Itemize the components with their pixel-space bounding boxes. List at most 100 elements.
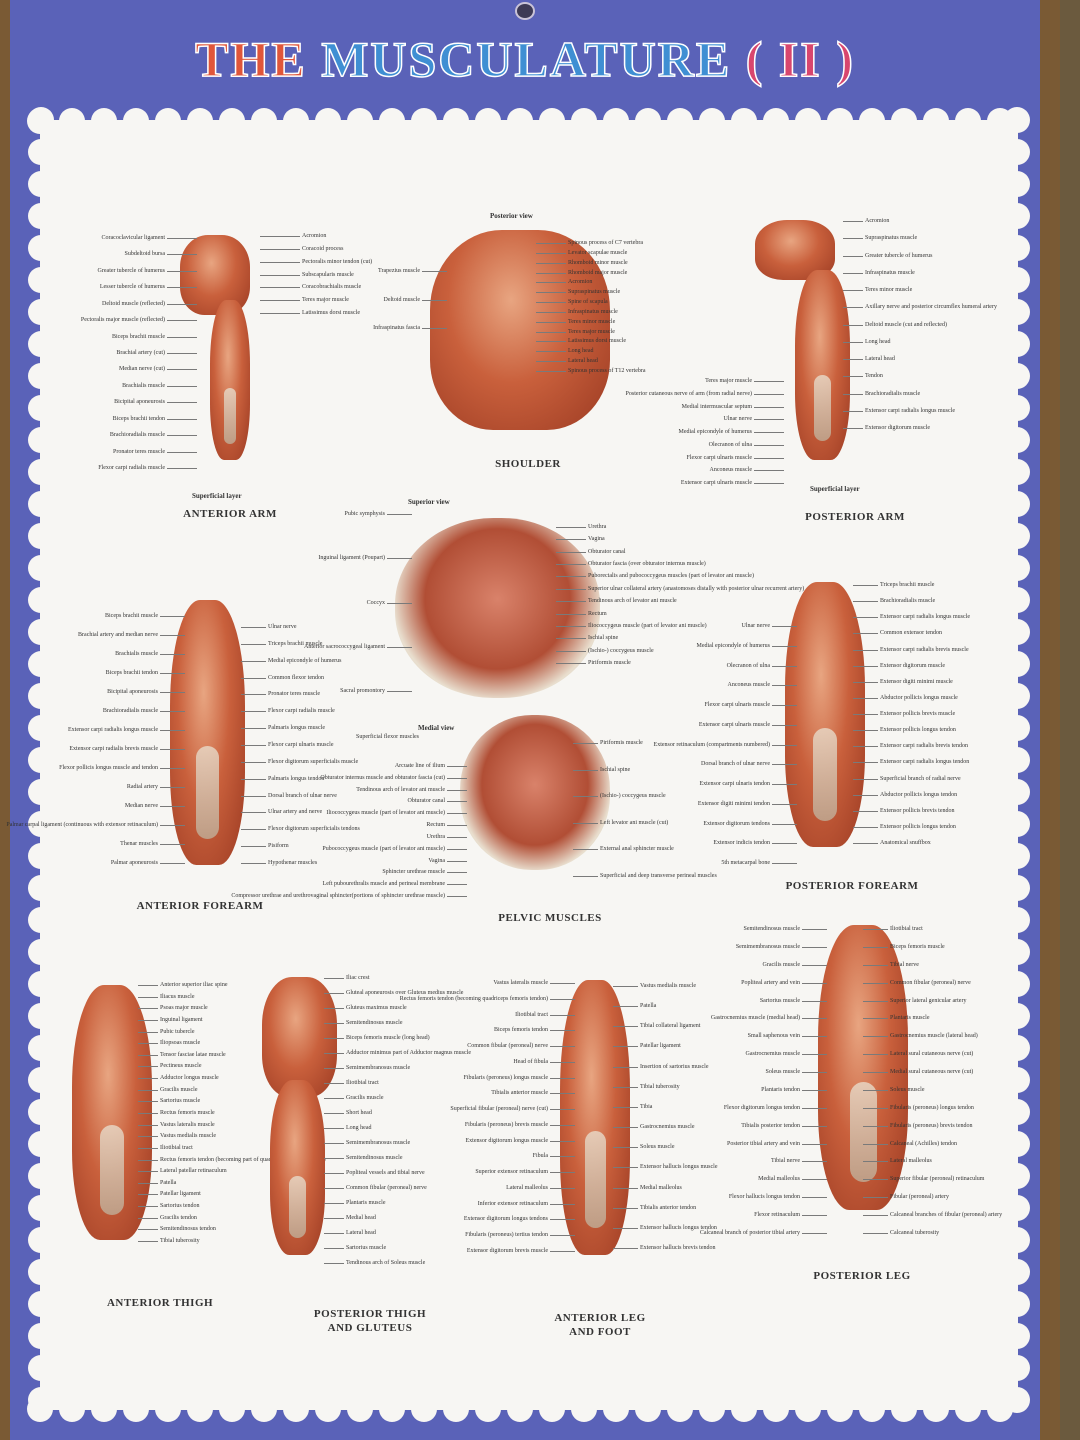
scallop-edge xyxy=(28,1355,54,1381)
posterior-leg-label: Gastrocnemius muscle (lateral head) xyxy=(890,1033,978,1040)
posterior-thigh-label-leader xyxy=(324,1128,344,1129)
anterior-forearm-label-leader xyxy=(241,728,266,730)
posterior-leg-label-leader xyxy=(802,1036,827,1038)
shoulder-label-leader xyxy=(536,292,566,294)
scallop-edge xyxy=(347,108,373,134)
anterior-leg-label: Iliotibial tract xyxy=(515,1011,548,1018)
pelvic-label-leader xyxy=(387,646,412,648)
posterior-forearm-label-leader xyxy=(772,724,797,726)
posterior-thigh-label: Medial head xyxy=(346,1215,376,1221)
posterior-forearm-label: Extensor carpi radialis brevis muscle xyxy=(880,646,969,653)
pelvic-superior-view-label: Superior view xyxy=(408,498,450,506)
anterior-forearm-label-leader xyxy=(241,829,266,831)
posterior-arm-label-leader xyxy=(754,457,784,459)
posterior-thigh-label: Gluteus maximus muscle xyxy=(346,1005,407,1011)
shoulder-label-leader xyxy=(536,243,566,244)
posterior-leg-label-leader xyxy=(863,964,888,966)
scallop-edge xyxy=(475,1396,501,1422)
pelvic-label-leader xyxy=(556,588,586,590)
posterior-arm-label: Medial intermuscular septum xyxy=(681,403,752,410)
anterior-forearm-label: Bicipital aponeurosis xyxy=(107,689,158,695)
posterior-arm-label-leader xyxy=(843,341,863,343)
anterior-thigh-label-leader xyxy=(138,1182,158,1184)
posterior-forearm-label: Extensor digiti minimi tendon xyxy=(697,800,770,807)
scallop-edge xyxy=(28,1067,54,1093)
posterior-thigh-label: Biceps femoris muscle (long head) xyxy=(346,1035,430,1041)
posterior-leg-label-leader xyxy=(802,1233,827,1234)
posterior-leg-label-leader xyxy=(863,1197,888,1199)
anterior-leg-label: Inferior extensor retinaculum xyxy=(477,1200,548,1207)
shoulder-label: Rhomboid minor muscle xyxy=(568,259,628,266)
anterior-leg-label-leader xyxy=(613,1147,638,1149)
posterior-forearm-label: Extensor digitorum muscle xyxy=(880,662,945,669)
shoulder-label-leader xyxy=(536,361,566,363)
posterior-forearm-label: Abductor pollicis longus tendon xyxy=(880,791,958,798)
posterior-leg-label-leader xyxy=(802,946,827,948)
anterior-thigh-label: Vastus lateralis muscle xyxy=(160,1121,215,1128)
scallop-edge xyxy=(379,1396,405,1422)
anterior-thigh-label-leader xyxy=(138,1019,158,1021)
shoulder-label-leader xyxy=(536,262,566,264)
scallop-edge xyxy=(1004,363,1030,389)
anterior-arm-label-leader xyxy=(260,261,300,263)
scallop-edge xyxy=(379,108,405,134)
shoulder-label: Teres minor muscle xyxy=(568,318,616,325)
anterior-thigh-label: Sartorius muscle xyxy=(160,1098,201,1105)
anterior-leg-label: Extensor hallucis brevis tendon xyxy=(640,1245,716,1251)
posterior-thigh-label: Common fibular (peroneal) nerve xyxy=(346,1185,427,1191)
posterior-forearm-label: Extensor pollicis brevis muscle xyxy=(880,711,956,717)
scallop-edge xyxy=(28,1003,54,1029)
scallop-edge xyxy=(1004,1387,1030,1413)
shoulder-label: Spine of scapula xyxy=(568,299,608,306)
posterior-leg-label-leader xyxy=(802,1018,827,1020)
posterior-forearm-label: Extensor carpi radialis longus muscle xyxy=(880,614,970,621)
scallop-edge xyxy=(411,1396,437,1422)
posterior-leg-label: Plantaris muscle xyxy=(890,1015,930,1022)
anterior-leg-label-leader xyxy=(550,1046,575,1048)
anterior-arm-label-leader xyxy=(260,287,300,289)
scallop-edge xyxy=(1004,107,1030,133)
scallop-edge xyxy=(315,1396,341,1422)
anterior-thigh-label: Iliopsoas muscle xyxy=(160,1040,201,1047)
posterior-forearm-label: 5th metacarpal bone xyxy=(721,860,770,866)
posterior-forearm-label: Flexor carpi ulnaris muscle xyxy=(704,702,770,708)
scallop-edge xyxy=(28,875,54,901)
posterior-thigh-label-leader xyxy=(324,1173,344,1174)
scallop-edge xyxy=(1004,1067,1030,1093)
posterior-thigh-label-leader xyxy=(324,1113,344,1114)
pelvic-label: Urethra xyxy=(426,833,445,840)
scallop-edge xyxy=(28,491,54,517)
anterior-thigh-label-leader xyxy=(138,1066,158,1068)
scallop-edge xyxy=(28,1387,54,1413)
pelvic-label: Pubic symphysis xyxy=(344,511,385,517)
posterior-leg-label: Plantaris tendon xyxy=(761,1086,800,1093)
anterior-leg-label: Superficial fibular (peroneal) nerve (cu… xyxy=(450,1106,548,1113)
anterior-forearm-label-leader xyxy=(160,635,185,636)
scallop-edge xyxy=(28,523,54,549)
pelvic-label-leader xyxy=(556,613,586,615)
posterior-thigh-label: Semitendinosus muscle xyxy=(346,1155,403,1161)
scallop-edge xyxy=(28,971,54,997)
scallop-edge xyxy=(699,108,725,134)
scallop-edge xyxy=(1004,331,1030,357)
posterior-arm-label-leader xyxy=(843,255,863,257)
posterior-arm-label-leader xyxy=(754,419,784,421)
anterior-forearm-label-leader xyxy=(241,863,266,864)
anterior-forearm-label-leader xyxy=(160,768,185,769)
anterior-thigh-label-leader xyxy=(138,1147,158,1149)
pelvic-label: Obturator canal xyxy=(588,548,626,555)
pelvic-label-leader xyxy=(447,896,467,897)
anterior-leg-label: Tibialis anterior muscle xyxy=(491,1090,548,1097)
scallop-edge xyxy=(1004,555,1030,581)
pelvic-label: Pubococcygeus muscle (part of levator an… xyxy=(322,845,445,852)
posterior-forearm-label-leader xyxy=(853,601,878,603)
posterior-leg-label: Gastrocnemius muscle xyxy=(745,1051,801,1058)
posterior-arm-label: Posterior cutaneous nerve of arm (from r… xyxy=(625,390,752,397)
anterior-leg-label-leader xyxy=(550,1172,575,1174)
scallop-edge xyxy=(1004,1003,1030,1029)
anterior-leg-label: Patellar ligament xyxy=(640,1043,681,1050)
anterior-forearm-label-leader xyxy=(241,778,266,780)
scallop-edge xyxy=(1004,139,1030,165)
pelvic-label: Tendinous arch of levator ani muscle xyxy=(588,598,677,605)
scallop-edge xyxy=(539,1396,565,1422)
